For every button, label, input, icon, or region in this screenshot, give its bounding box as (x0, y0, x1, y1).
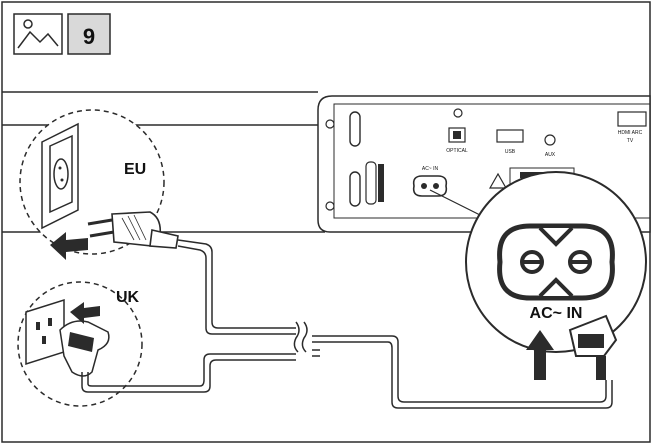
arrow-left-icon (50, 232, 88, 260)
optical-port (448, 127, 466, 143)
uk-label: UK (116, 289, 140, 306)
warning-icon (488, 172, 508, 189)
step-number: 9 (83, 24, 95, 49)
ac-in-callout (429, 171, 647, 380)
screw-icon (325, 119, 335, 129)
power-cable (81, 239, 613, 409)
eu-socket-callout (19, 109, 165, 260)
arrow-up-icon (526, 330, 554, 380)
tv-label: TV (627, 138, 634, 144)
image-icon (13, 13, 63, 55)
hdmi-label: HDMI ARC (618, 130, 643, 136)
aux-port (544, 134, 556, 146)
optical-label: OPTICAL (446, 148, 468, 154)
screw-icon (453, 108, 463, 118)
ac-socket-large (497, 223, 615, 301)
usb-port (496, 129, 524, 143)
arrow-left-icon (70, 302, 100, 324)
ac-socket-small (412, 175, 448, 197)
ac-in-label: AC~ IN (530, 305, 583, 322)
screw-icon (325, 201, 335, 211)
uk-socket-callout (17, 281, 143, 407)
usb-label: USB (505, 149, 516, 155)
hdmi-port (617, 111, 647, 127)
eu-plug-icon (87, 211, 179, 249)
ac-in-small-label: AC~ IN (422, 166, 439, 172)
aux-label: AUX (545, 152, 556, 158)
eu-label: EU (124, 161, 146, 178)
step-badge: 9 (67, 13, 111, 55)
